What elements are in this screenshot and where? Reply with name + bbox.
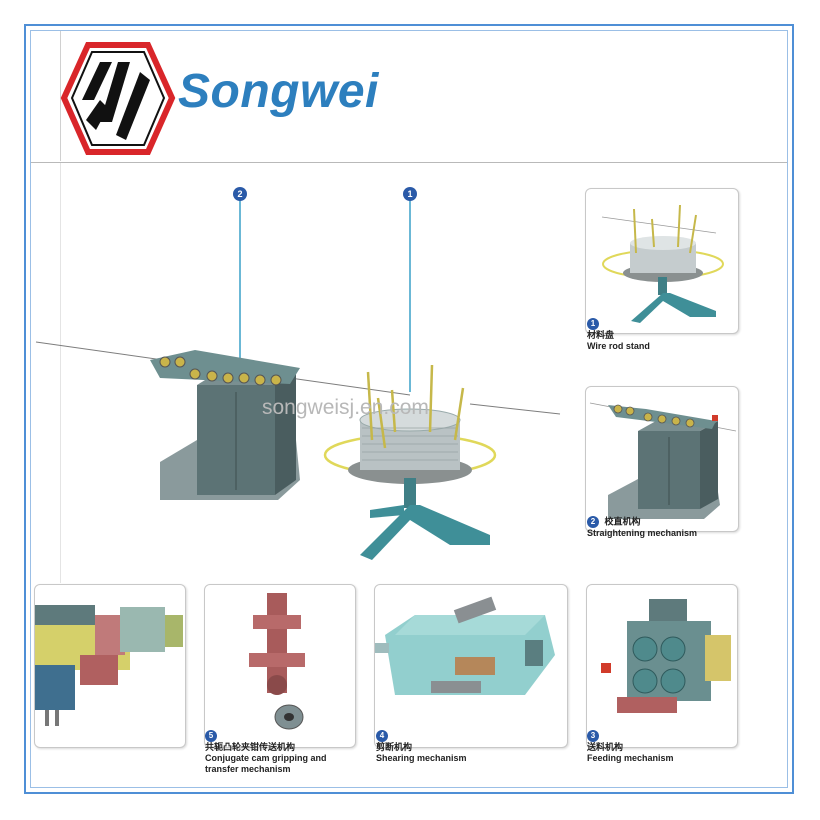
caption-en: Shearing mechanism <box>376 753 467 763</box>
caption-number: 1 <box>587 318 599 330</box>
caption-shearing-mechanism: 4 剪断机构 Shearing mechanism <box>376 730 467 764</box>
caption-straightening-mechanism: 2 校直机构 Straightening mechanism <box>587 516 697 539</box>
transfer-assembly-image <box>35 585 186 748</box>
caption-number: 4 <box>376 730 388 742</box>
feeding-mechanism-image <box>587 585 738 748</box>
caption-number: 3 <box>587 730 599 742</box>
caption-en-line2: transfer mechanism <box>205 764 291 774</box>
conjugate-cam-mechanism-image <box>205 585 356 748</box>
caption-conjugate-cam: 5 共轭凸轮夹钳传送机构 Conjugate cam gripping and … <box>205 730 327 775</box>
card-conjugate-cam-mechanism <box>204 584 356 748</box>
caption-zh: 材料盘 <box>587 330 614 340</box>
caption-wire-rod-stand: 1 材料盘 Wire rod stand <box>587 318 650 352</box>
caption-feeding-mechanism: 3 送料机构 Feeding mechanism <box>587 730 674 764</box>
caption-en: Wire rod stand <box>587 341 650 351</box>
caption-zh: 送料机构 <box>587 742 623 752</box>
caption-zh: 校直机构 <box>605 516 641 526</box>
card-wire-rod-stand <box>585 188 739 334</box>
card-shearing-mechanism <box>374 584 568 748</box>
card-straightening-mechanism <box>585 386 739 532</box>
caption-en: Straightening mechanism <box>587 528 697 538</box>
caption-zh: 共轭凸轮夹钳传送机构 <box>205 742 295 752</box>
caption-zh: 剪断机构 <box>376 742 412 752</box>
callout-badge-1: 1 <box>403 187 417 201</box>
straightening-mechanism-image <box>586 387 739 532</box>
card-transfer-assembly <box>34 584 186 748</box>
card-feeding-mechanism <box>586 584 738 748</box>
caption-number: 5 <box>205 730 217 742</box>
caption-number: 2 <box>587 516 599 528</box>
callout-badge-2: 2 <box>233 187 247 201</box>
shearing-mechanism-image <box>375 585 568 748</box>
wire-rod-stand-image <box>586 189 739 334</box>
caption-en: Conjugate cam gripping and <box>205 753 327 763</box>
caption-en: Feeding mechanism <box>587 753 674 763</box>
watermark: songweisj.en.com <box>262 396 429 420</box>
